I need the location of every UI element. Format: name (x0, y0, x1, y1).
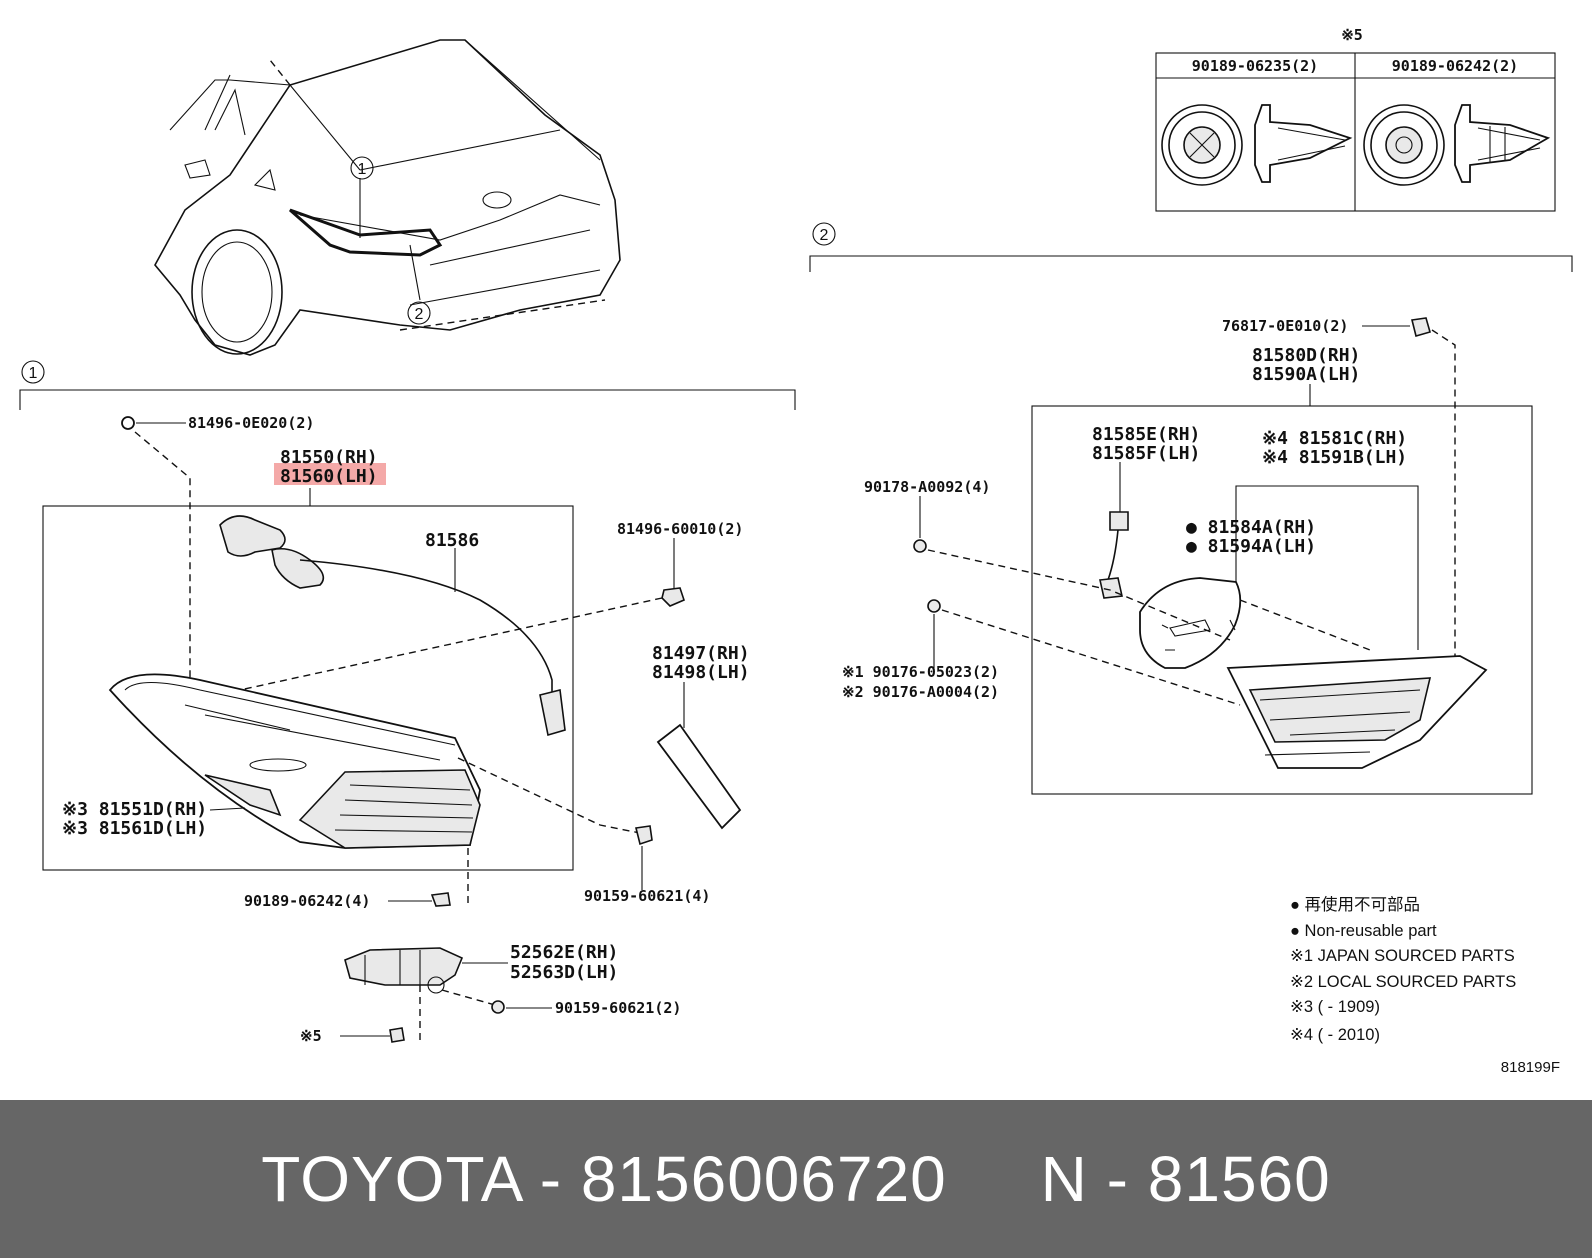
bolt-right-label[interactable]: 81496-60010(2) (617, 520, 743, 538)
nut-local-label[interactable]: ※2 90176-A0004(2) (842, 683, 999, 701)
legend: ● 再使用不可部品 ● Non-reusable part ※1 JAPAN S… (1290, 895, 1516, 1044)
lens-lh-label[interactable]: ※3 81561D(LH) (62, 818, 207, 839)
screw-bottom-label[interactable]: 90159-60621(4) (584, 887, 710, 905)
screw-socket-part (491, 1000, 505, 1014)
note5-clip-part (389, 1027, 405, 1043)
lens-rh-label[interactable]: ※3 81551D(RH) (62, 799, 207, 820)
group-2-box (1031, 405, 1533, 795)
lamp-lh-label-highlighted[interactable]: 81560(LH) (280, 466, 378, 487)
inner-lamp-part (1226, 655, 1488, 769)
legend-note4: ※4 ( - 2010) (1290, 1026, 1380, 1044)
socket-part (344, 947, 464, 994)
callout-2-group: 2 (820, 227, 829, 244)
illustration-ref: 818199F (1501, 1059, 1560, 1076)
group-1-box (42, 505, 574, 871)
lens2-lh-label[interactable]: ※4 81591B(LH) (1262, 447, 1407, 468)
grommet-top-part (121, 416, 135, 430)
clip-bottom-part (430, 892, 451, 907)
screw-right-part (635, 825, 653, 846)
nut-label[interactable]: 90178-A0092(4) (864, 478, 990, 496)
legend-non-reusable-en: ● Non-reusable part (1290, 922, 1437, 940)
legend-note3: ※3 ( - 1909) (1290, 998, 1380, 1016)
note5-table-title: ※5 (1341, 26, 1363, 44)
legend-note2: ※2 LOCAL SOURCED PARTS (1290, 973, 1516, 991)
tail-lamp-assembly-part (108, 673, 481, 849)
nut-part (913, 539, 927, 553)
footer-title: TOYOTA - 8156006720 N - 81560 (261, 1143, 1331, 1215)
wire2-rh-label[interactable]: 81585E(RH) (1092, 424, 1200, 445)
clip-left-label[interactable]: 90189-06235(2) (1192, 57, 1318, 75)
wire2-part (1099, 511, 1129, 599)
group-1-bracket: 1 (19, 360, 796, 410)
gasket2-lh-label[interactable]: ● 81594A(LH) (1186, 536, 1316, 557)
grommet-top-label[interactable]: 81496-0E020(2) (188, 414, 314, 432)
clip-bottom-label[interactable]: 90189-06242(4) (244, 892, 370, 910)
highlight-box (274, 463, 386, 485)
clip-right-label[interactable]: 90189-06242(2) (1392, 57, 1518, 75)
note5-label[interactable]: ※5 (300, 1027, 322, 1045)
footer-bar: TOYOTA - 8156006720 N - 81560 (0, 1100, 1592, 1258)
gasket-rh-label[interactable]: 81497(RH) (652, 643, 750, 664)
gasket-lh-label[interactable]: 81498(LH) (652, 662, 750, 683)
callout-2-car: 2 (415, 306, 424, 323)
lamp-rh-label[interactable]: 81550(RH) (280, 447, 378, 468)
legend-non-reusable-jp: ● 再使用不可部品 (1290, 895, 1420, 914)
gasket-part (656, 723, 742, 830)
parts-diagram: 1 2 1 81496-0E020(2) 81550(RH) 81560(LH)… (19, 26, 1573, 1076)
lamp2-lh-label[interactable]: 81590A(LH) (1252, 364, 1360, 385)
clip-top-part (1411, 317, 1431, 337)
nut2-part (927, 599, 941, 613)
bolt-right-part (661, 587, 685, 607)
lens2-rh-label[interactable]: ※4 81581C(RH) (1262, 428, 1407, 449)
clips-table: ※5 90189-06235(2) 90189-06242(2) (1155, 26, 1556, 212)
lamp2-rh-label[interactable]: 81580D(RH) (1252, 345, 1360, 366)
clip-top-label[interactable]: 76817-0E010(2) (1222, 317, 1348, 335)
socket-lh-label[interactable]: 52563D(LH) (510, 962, 618, 983)
nut-jp-label[interactable]: ※1 90176-05023(2) (842, 663, 999, 681)
screw-socket-label[interactable]: 90159-60621(2) (555, 999, 681, 1017)
wire-harness-part (219, 515, 566, 737)
callout-1-group: 1 (29, 365, 38, 382)
gasket2-rh-label[interactable]: ● 81584A(RH) (1186, 517, 1316, 538)
car-rear-illustration: 1 2 (154, 39, 621, 356)
group-2-bracket: 2 (809, 222, 1573, 272)
wire-harness-label[interactable]: 81586 (425, 530, 479, 551)
legend-note1: ※1 JAPAN SOURCED PARTS (1290, 947, 1515, 965)
callout-1-car: 1 (358, 161, 367, 178)
socket-rh-label[interactable]: 52562E(RH) (510, 942, 618, 963)
wire2-lh-label[interactable]: 81585F(LH) (1092, 443, 1200, 464)
